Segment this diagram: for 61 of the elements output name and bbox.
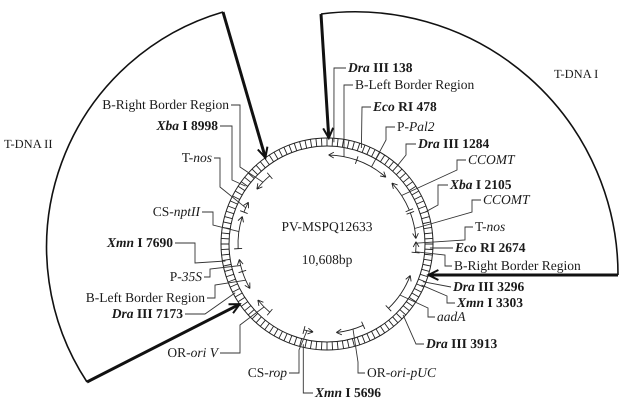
feature-label: T-nos xyxy=(473,219,508,235)
leader-line xyxy=(230,104,264,183)
feature-label: CCOMT xyxy=(466,152,517,168)
leader-line xyxy=(344,84,354,158)
restriction-site-label: Xmn I 3303 xyxy=(455,295,526,311)
feature-label: CS-rop xyxy=(246,365,289,381)
leader-line xyxy=(220,126,246,187)
leader-line xyxy=(401,160,466,196)
restriction-site-label: Eco RI 478 xyxy=(371,99,439,115)
leader-line xyxy=(421,284,456,304)
feature-label: CCOMT xyxy=(481,192,532,208)
restriction-site-label: Dra III 1284 xyxy=(416,136,492,152)
feature-label: OR-ori-pUC xyxy=(365,365,438,381)
feature-label: aadA xyxy=(435,309,468,325)
arrow xyxy=(427,269,618,281)
plasmid-name: PV-MSPQ12633 xyxy=(280,219,374,235)
arrow xyxy=(86,302,241,384)
leader-line xyxy=(415,251,452,266)
feature-label: P-35S xyxy=(168,269,204,285)
feature-label: P-Pal2 xyxy=(395,119,437,135)
feature-label: T-nos xyxy=(180,150,214,166)
leader-line xyxy=(352,328,366,374)
feature-label: B-Left Border Region xyxy=(84,290,207,306)
restriction-site-label: Xba I 8998 xyxy=(154,118,220,134)
restriction-site-label: Dra III 7173 xyxy=(110,306,185,322)
leader-line xyxy=(360,106,372,148)
leader-line xyxy=(202,212,240,232)
leader-line xyxy=(206,280,246,298)
restriction-site-label: Dra III 3296 xyxy=(451,279,526,295)
leader-line xyxy=(371,126,396,168)
region-label: T-DNA I xyxy=(553,66,600,82)
feature-label: B-Right Border Region xyxy=(100,97,231,113)
feature-label: B-Left Border Region xyxy=(353,77,476,93)
restriction-site-label: Dra III 138 xyxy=(346,60,415,76)
leader-line xyxy=(184,292,236,314)
feature-label: CS-nptII xyxy=(150,204,202,220)
arrow xyxy=(222,12,268,159)
leader-line xyxy=(288,330,308,374)
leader-line xyxy=(333,68,346,143)
restriction-site-label: Xmn I 5696 xyxy=(313,385,384,401)
leader-line xyxy=(174,242,226,264)
feature-label: B-Right Border Region xyxy=(452,258,583,274)
leader-line xyxy=(414,200,482,229)
leader-line xyxy=(424,184,448,213)
region-label: T-DNA II xyxy=(3,136,54,152)
arrow xyxy=(320,14,334,139)
leader-line xyxy=(220,306,265,354)
leader-line xyxy=(399,294,436,318)
feature-label: OR-ori V xyxy=(165,345,220,361)
leader-line xyxy=(396,144,416,168)
leader-line xyxy=(422,281,452,288)
restriction-site-label: Xmn I 7690 xyxy=(104,235,175,251)
leader-line xyxy=(416,226,474,244)
leader-line xyxy=(204,265,242,278)
leader-line xyxy=(302,344,314,394)
plasmid-size: 10,608bp xyxy=(300,252,354,268)
restriction-site-label: Xba I 2105 xyxy=(448,177,514,193)
leader-line xyxy=(402,314,424,344)
restriction-site-label: Dra III 3913 xyxy=(424,336,500,352)
restriction-site-label: Eco RI 2674 xyxy=(453,240,528,256)
leader-line xyxy=(214,158,246,208)
